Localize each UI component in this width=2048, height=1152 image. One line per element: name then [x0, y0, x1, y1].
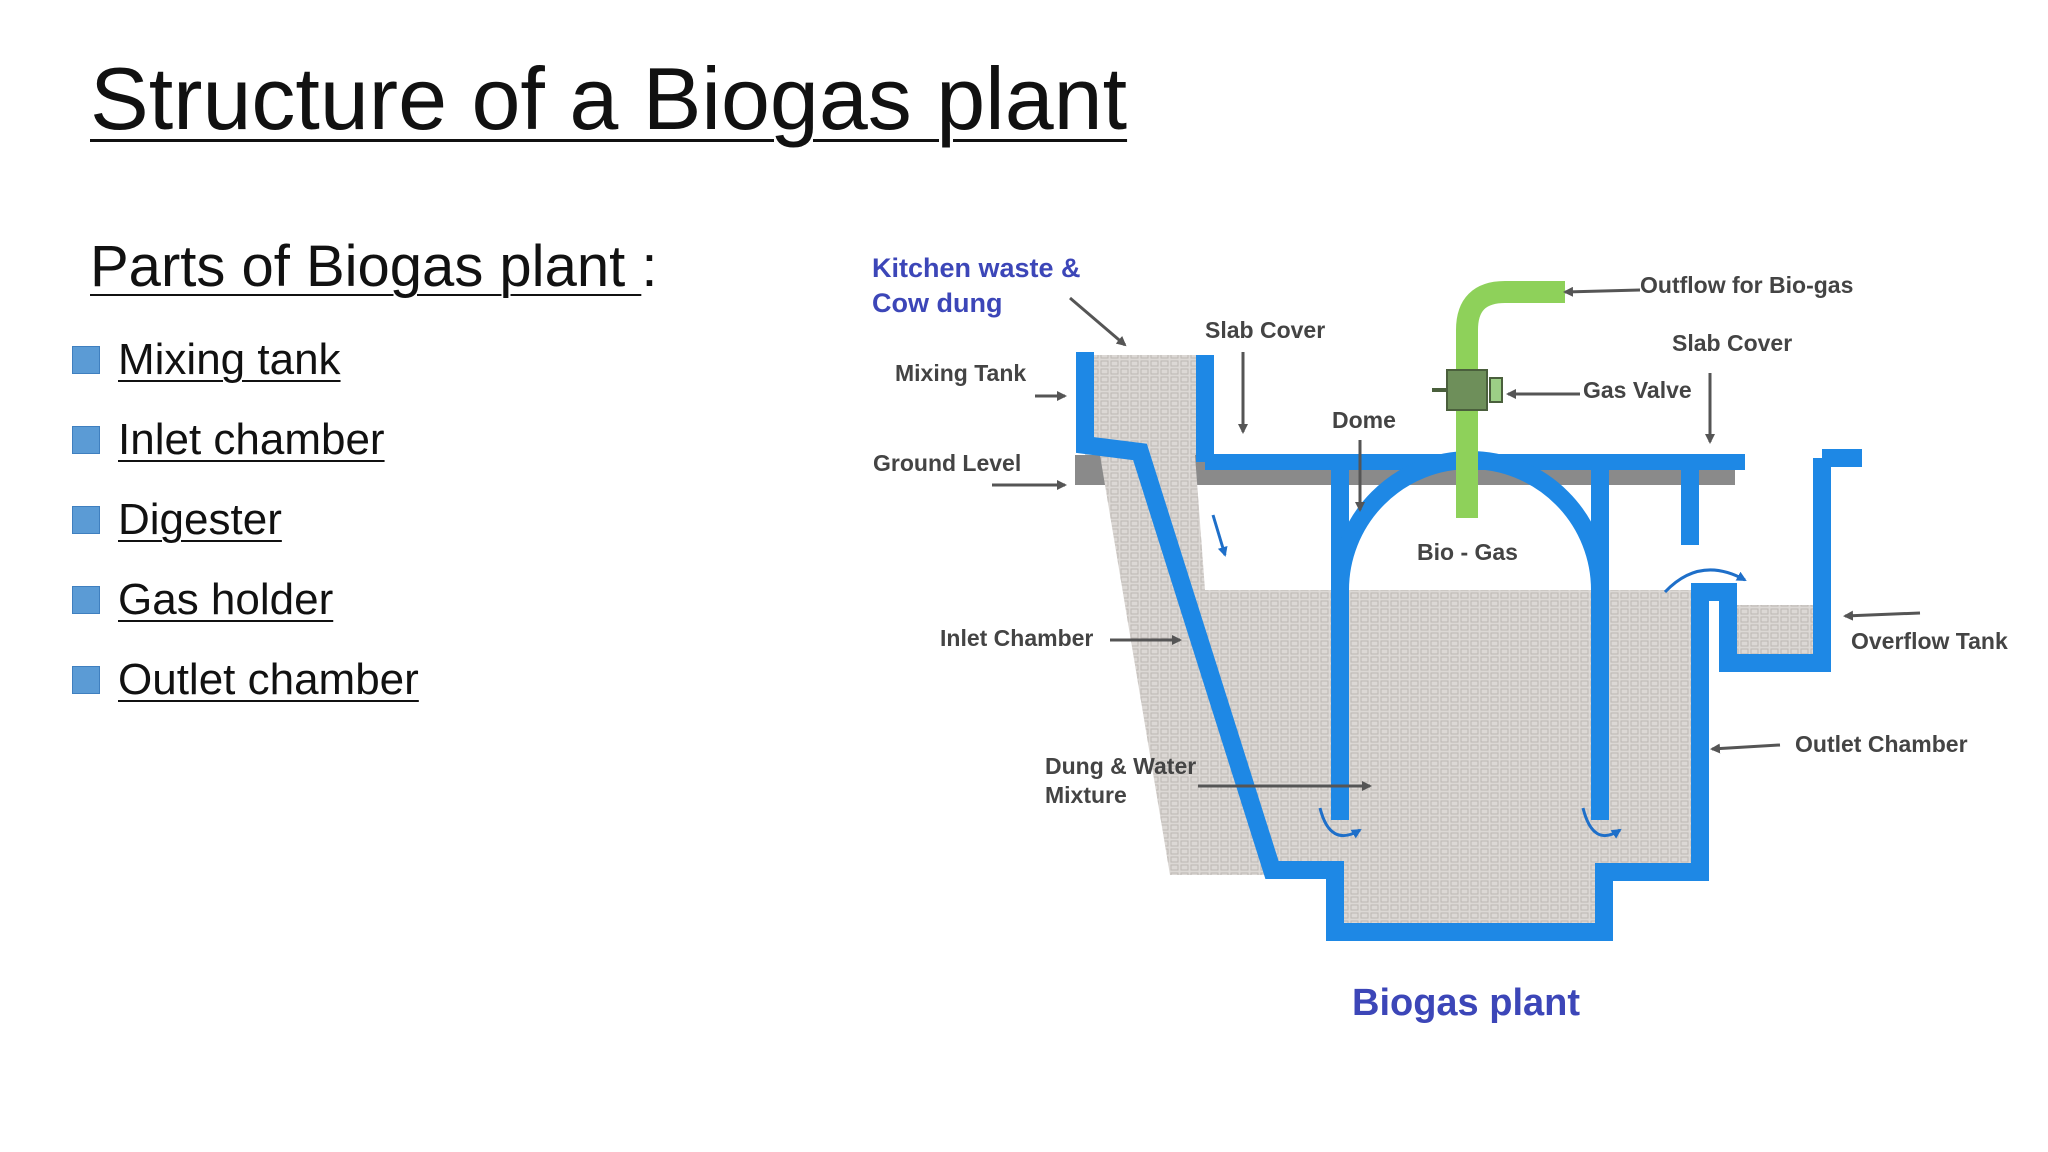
label-ground-level: Ground Level: [873, 450, 1021, 476]
square-bullet-icon: [72, 346, 100, 374]
gas-outflow-pipe: [1456, 281, 1565, 518]
label-overflow-tank: Overflow Tank: [1851, 628, 2008, 654]
part-label: Digester: [118, 495, 282, 544]
label-cow-dung: Cow dung: [872, 288, 1002, 318]
label-slab-cover-left: Slab Cover: [1205, 317, 1325, 343]
overflow-tank-arrow: [1843, 610, 1921, 621]
inlet-flow-arrow: [1211, 514, 1228, 557]
label-inlet-chamber: Inlet Chamber: [940, 625, 1093, 651]
left-circulation-arrow: [1318, 807, 1362, 839]
parts-heading: Parts of Biogas plant :: [90, 232, 657, 302]
part-label: Gas holder: [118, 575, 334, 624]
label-kitchen-waste: Kitchen waste &: [872, 253, 1081, 283]
label-gas-valve: Gas Valve: [1583, 377, 1692, 403]
parts-heading-text: Parts of Biogas plant: [90, 234, 642, 299]
list-item: Digester: [72, 480, 419, 560]
list-item: Gas holder: [72, 560, 419, 640]
page-title: Structure of a Biogas plant: [90, 49, 1128, 148]
part-label: Mixing tank: [118, 335, 341, 384]
kitchen-waste-arrow: [1069, 296, 1127, 347]
parts-list: Mixing tank Inlet chamber Digester Gas h…: [72, 320, 419, 720]
part-label: Inlet chamber: [118, 415, 385, 464]
gas-valve-icon: [1432, 369, 1503, 411]
structure-walls: [1076, 352, 1862, 941]
label-bio-gas: Bio - Gas: [1417, 539, 1518, 565]
square-bullet-icon: [72, 426, 100, 454]
label-mixture: Mixture: [1045, 782, 1127, 808]
parts-heading-colon: :: [641, 234, 658, 299]
square-bullet-icon: [72, 586, 100, 614]
list-item: Outlet chamber: [72, 640, 419, 720]
label-slab-cover-right: Slab Cover: [1672, 330, 1792, 356]
label-dung-water: Dung & Water: [1045, 753, 1196, 779]
square-bullet-icon: [72, 666, 100, 694]
label-dome: Dome: [1332, 407, 1396, 433]
pointer-arrows: [992, 286, 1921, 791]
label-outflow-bio-gas: Outflow for Bio-gas: [1640, 272, 1853, 298]
overflow-slurry: [1728, 605, 1818, 663]
outlet-chamber-arrow: [1710, 743, 1781, 754]
outflow-arrow: [1563, 286, 1641, 297]
label-mixing-tank: Mixing Tank: [895, 360, 1026, 386]
part-label: Outlet chamber: [118, 655, 419, 704]
list-item: Mixing tank: [72, 320, 419, 400]
overflow-curve-arrow: [1663, 568, 1747, 594]
right-circulation-arrow: [1581, 807, 1622, 839]
digester-slurry: [1205, 590, 1692, 935]
list-item: Inlet chamber: [72, 400, 419, 480]
mixing-tank-wall: [1076, 352, 1831, 941]
label-outlet-chamber: Outlet Chamber: [1795, 731, 1968, 757]
square-bullet-icon: [72, 506, 100, 534]
diagram-caption: Biogas plant: [1352, 982, 1580, 1024]
